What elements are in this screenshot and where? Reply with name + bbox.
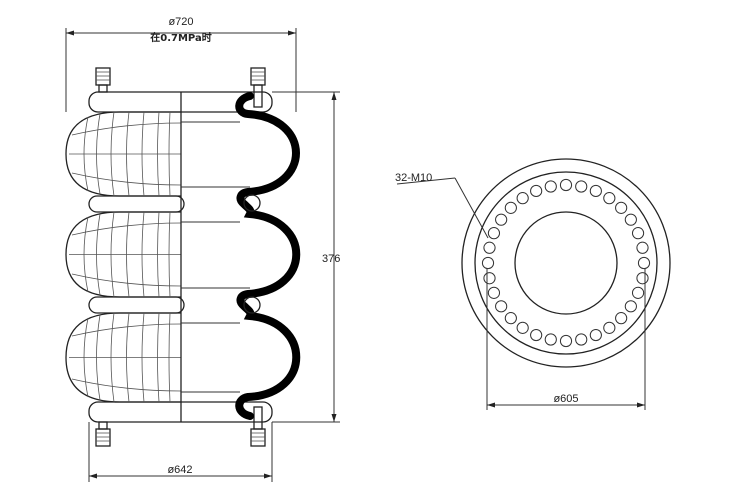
bolt-hole bbox=[487, 286, 501, 299]
top-diameter-dimension: ø720 在0.7MPa时 bbox=[65, 16, 297, 112]
bolt-hole bbox=[624, 213, 637, 226]
stud-top-left bbox=[95, 67, 111, 93]
bolt-hole bbox=[516, 321, 529, 334]
plate-diameter-label: ø605 bbox=[553, 393, 578, 405]
bellows-convolution-3 bbox=[65, 312, 182, 403]
bore-circle bbox=[514, 211, 618, 315]
bolt-hole bbox=[631, 286, 645, 299]
bolt-hole bbox=[589, 328, 602, 342]
bellows-convolution-2 bbox=[65, 211, 182, 298]
bead-ring-lower bbox=[243, 296, 261, 314]
stud-top-right bbox=[250, 67, 266, 108]
bellows-wall-section bbox=[235, 92, 301, 420]
girdle-ring-upper bbox=[88, 195, 185, 213]
bolt-hole bbox=[636, 241, 649, 254]
bolt-spec-leader: 32-M10 bbox=[395, 172, 489, 239]
bolt-hole bbox=[483, 272, 496, 285]
bolt-hole bbox=[495, 300, 508, 313]
bolt-hole bbox=[530, 328, 543, 342]
bolt-hole bbox=[559, 178, 573, 192]
height-dimension: 376 bbox=[272, 91, 340, 423]
side-view: ø720 在0.7MPa时 bbox=[65, 16, 340, 482]
bottom-diameter-label: ø642 bbox=[167, 464, 192, 476]
pressure-note: 在0.7MPa时 bbox=[150, 31, 211, 44]
plate-diameter-dimension: ø605 bbox=[486, 268, 646, 410]
bolt-hole bbox=[637, 256, 651, 270]
bolt-hole-pattern bbox=[481, 178, 651, 348]
bolt-hole bbox=[559, 334, 573, 348]
top-view: 32-M10 ø605 bbox=[395, 158, 671, 410]
bolt-hole bbox=[544, 180, 557, 193]
bottom-diameter-dimension: ø642 bbox=[88, 422, 273, 482]
top-diameter-label: ø720 bbox=[168, 16, 193, 28]
bead-ring-upper bbox=[243, 194, 261, 212]
bolt-hole bbox=[495, 213, 508, 226]
bolt-hole bbox=[589, 184, 602, 198]
section-outline bbox=[181, 121, 250, 393]
height-label: 376 bbox=[322, 253, 340, 265]
bolt-hole bbox=[504, 201, 517, 214]
bolt-hole bbox=[530, 184, 543, 198]
bolt-hole bbox=[487, 227, 501, 240]
bolt-hole bbox=[575, 333, 588, 346]
bolt-hole bbox=[615, 312, 628, 325]
stud-bottom-right bbox=[250, 406, 266, 447]
plate-circle bbox=[474, 171, 658, 355]
bolt-hole bbox=[603, 192, 616, 205]
bellows-convolution-1 bbox=[65, 111, 182, 197]
bolt-spec-label: 32-M10 bbox=[395, 172, 432, 184]
bolt-hole bbox=[544, 333, 557, 346]
outer-bellows-circle bbox=[461, 158, 671, 368]
bolt-hole bbox=[636, 272, 649, 285]
bolt-hole bbox=[631, 227, 645, 240]
bolt-hole bbox=[504, 312, 517, 325]
stud-bottom-left bbox=[95, 421, 111, 447]
bolt-hole bbox=[603, 321, 616, 334]
bolt-hole bbox=[575, 180, 588, 193]
bolt-hole bbox=[481, 256, 495, 270]
bolt-hole bbox=[483, 241, 496, 254]
bolt-hole bbox=[624, 300, 637, 313]
girdle-ring-lower bbox=[88, 296, 185, 314]
bolt-hole bbox=[615, 201, 628, 214]
bolt-hole bbox=[516, 192, 529, 205]
